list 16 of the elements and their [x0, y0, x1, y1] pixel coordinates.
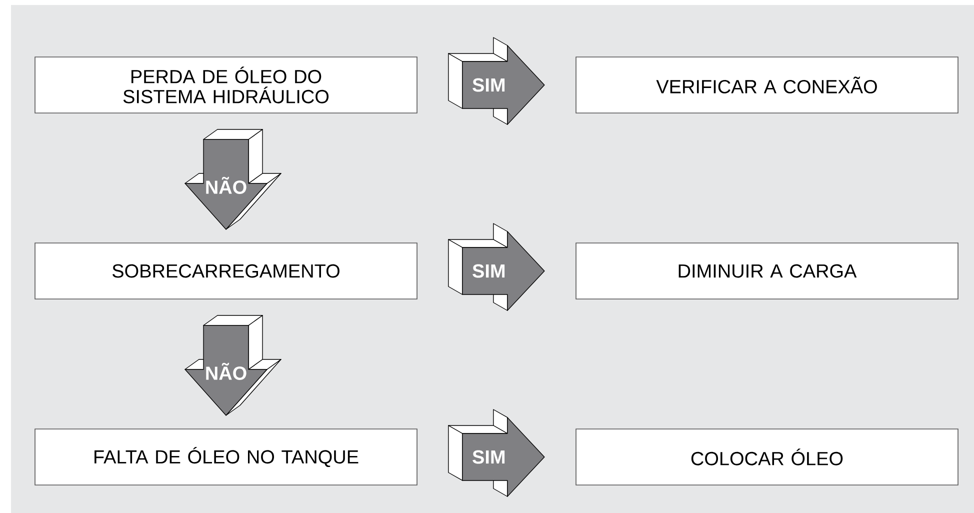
block-arrow [184, 129, 282, 230]
block-arrow [184, 315, 282, 416]
process-box: DIMINUIR A CARGA [576, 242, 958, 300]
block-arrow [448, 37, 545, 125]
edge-label: SIM [472, 264, 505, 278]
edge-label: NÃO [206, 176, 246, 194]
process-box: FALTA DE ÓLEO NO TANQUE [34, 428, 418, 486]
edge-label: SIM [472, 450, 505, 464]
block-arrow [448, 223, 545, 311]
process-box: PERDA DE ÓLEO DO SISTEMA HIDRÁULICO [34, 56, 418, 114]
process-box: SOBRECARREGAMENTO [34, 242, 418, 300]
edge-label: NÃO [206, 362, 246, 380]
process-box: VERIFICAR A CONEXÃO [576, 56, 958, 114]
process-box: COLOCAR ÓLEO [576, 428, 958, 486]
block-arrow [448, 409, 545, 497]
edge-label: SIM [472, 78, 505, 92]
